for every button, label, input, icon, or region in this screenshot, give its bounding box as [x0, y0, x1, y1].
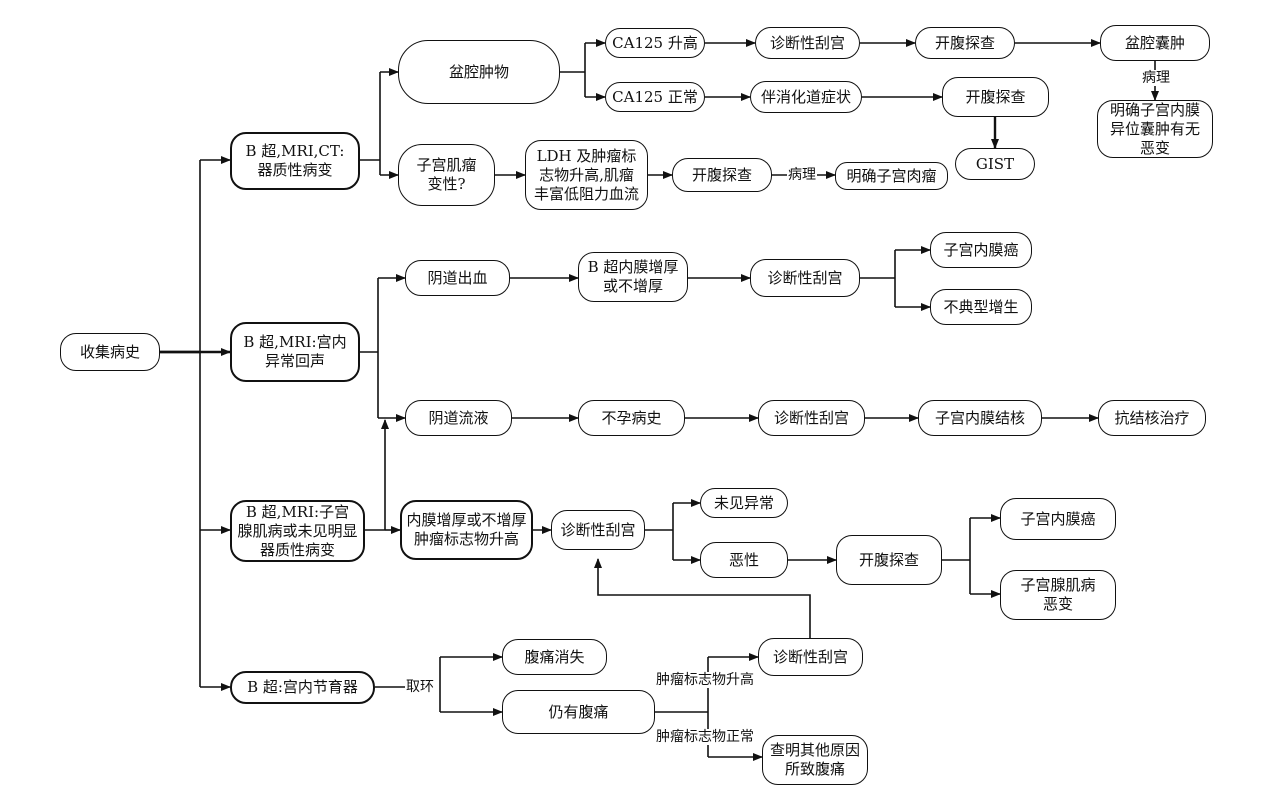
collect-history-node: 收集病史: [60, 333, 160, 371]
digestive-symptoms-node: 伴消化道症状: [750, 81, 862, 113]
vaginal-discharge-node: 阴道流液: [405, 400, 512, 436]
pathology-label-2: 病理: [787, 167, 817, 183]
ca125-high-node: CA125 升高: [605, 28, 705, 58]
pain-relieved-node: 腹痛消失: [502, 639, 607, 675]
laparotomy-node-1: 开腹探查: [915, 27, 1015, 59]
diagnostic-curettage-node-3: 诊断性刮宫: [758, 400, 865, 436]
no-abnormality-node: 未见异常: [700, 488, 788, 518]
diagnostic-curettage-node-4: 诊断性刮宫: [551, 510, 645, 550]
b1-organic-lesion-node: B 超,MRI,CT: 器质性病变: [230, 132, 360, 190]
infertility-history-node: 不孕病史: [578, 400, 685, 436]
pelvic-mass-node: 盆腔肿物: [398, 40, 560, 104]
laparotomy-node-4: 开腹探查: [836, 535, 942, 585]
b2-intrauterine-echo-node: B 超,MRI:宫内 异常回声: [230, 322, 360, 382]
laparotomy-node-2: 开腹探查: [942, 77, 1049, 117]
fibroid-degeneration-node: 子宫肌瘤 变性?: [398, 144, 495, 206]
atypical-hyperplasia-node: 不典型增生: [930, 289, 1032, 325]
persistent-pain-node: 仍有腹痛: [502, 690, 655, 734]
diagnostic-curettage-node-2: 诊断性刮宫: [750, 259, 860, 297]
pathology-label-1: 病理: [1141, 70, 1171, 86]
remove-ring-label: 取环: [405, 679, 435, 695]
b3-adenomyosis-node: B 超,MRI:子宫 腺肌病或未见明显 器质性病变: [230, 500, 365, 562]
endometrial-cancer-node-2: 子宫内膜癌: [1000, 498, 1116, 540]
gist-node: GIST: [955, 148, 1035, 180]
ca125-normal-node: CA125 正常: [605, 82, 705, 112]
vaginal-bleeding-node: 阴道出血: [405, 260, 510, 296]
pelvic-cyst-node: 盆腔囊肿: [1100, 25, 1210, 61]
endometrial-thickening-node-2: 内膜增厚或不增厚 肿瘤标志物升高: [400, 500, 533, 560]
marker-normal-label: 肿瘤标志物正常: [655, 729, 755, 745]
malignant-node: 恶性: [700, 542, 788, 578]
diagnostic-curettage-node-1: 诊断性刮宫: [755, 27, 860, 59]
endometrial-tuberculosis-node: 子宫内膜结核: [918, 400, 1042, 436]
endometrial-cancer-node-1: 子宫内膜癌: [930, 232, 1032, 268]
endometrial-thickening-node-1: B 超内膜增厚 或不增厚: [578, 252, 688, 302]
adenomyosis-malignant-node: 子宫腺肌病 恶变: [1000, 570, 1116, 620]
b4-iud-node: B 超:宫内节育器: [230, 671, 375, 704]
other-cause-node: 查明其他原因 所致腹痛: [762, 735, 868, 785]
uterine-sarcoma-node: 明确子宫肉瘤: [835, 162, 948, 190]
endometriosis-cyst-node: 明确子宫内膜 异位囊肿有无 恶变: [1097, 100, 1213, 158]
marker-high-label: 肿瘤标志物升高: [655, 672, 755, 688]
laparotomy-node-3: 开腹探查: [672, 158, 772, 192]
diagnostic-curettage-node-5: 诊断性刮宫: [758, 638, 863, 676]
anti-tuberculosis-treatment-node: 抗结核治疗: [1098, 400, 1206, 436]
ldh-marker-node: LDH 及肿瘤标 志物升高,肌瘤 丰富低阻力血流: [525, 140, 648, 210]
